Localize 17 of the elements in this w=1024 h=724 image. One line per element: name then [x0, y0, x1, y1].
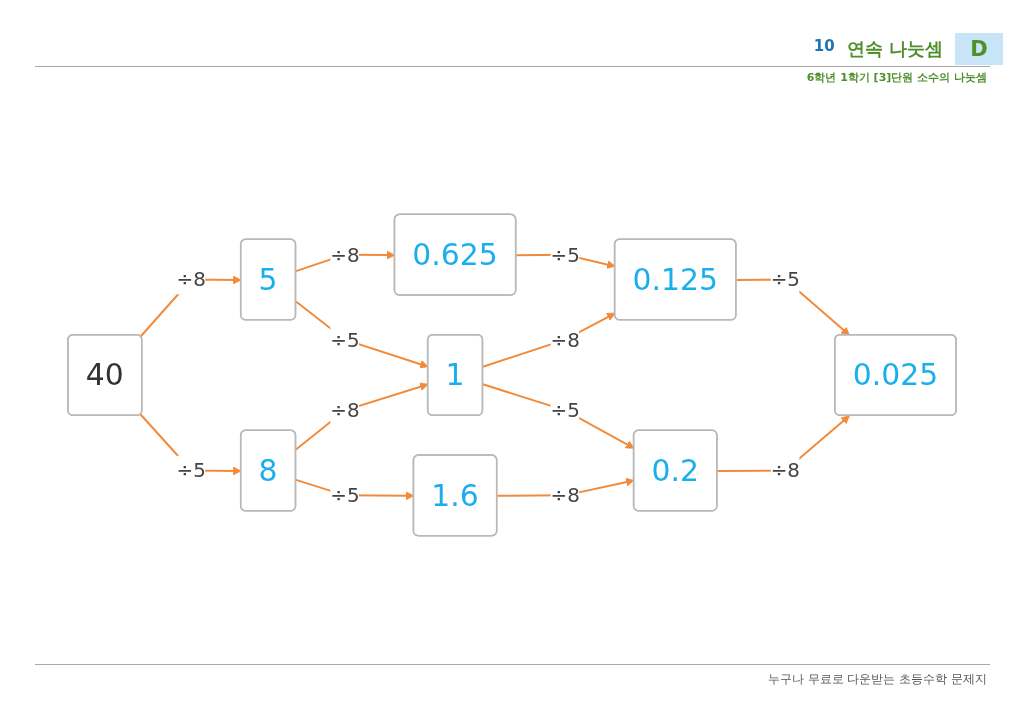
unit-number: 10: [813, 37, 835, 55]
title: 연속 나눗셈: [846, 37, 943, 61]
edge-label: ÷5: [550, 242, 580, 267]
edge-label: ÷5: [330, 327, 360, 352]
edge-label: ÷8: [770, 458, 800, 483]
edge-label: ÷8: [330, 242, 360, 267]
edge-label: ÷8: [176, 267, 206, 292]
edge-label: ÷5: [330, 483, 360, 508]
edge-label: ÷8: [550, 327, 580, 352]
edge-label: ÷8: [330, 398, 360, 423]
edge-label: ÷5: [176, 458, 206, 483]
edge-label: ÷5: [770, 267, 800, 292]
level-badge: D: [955, 33, 1003, 65]
edge-label: ÷8: [550, 483, 580, 508]
edge-label: ÷5: [550, 398, 580, 423]
subtitle: 6학년 1학기 [3]단원 소수의 나눗셈: [806, 70, 987, 85]
footer-note: 누구나 무료로 다운받는 초등수학 문제지: [767, 671, 987, 688]
